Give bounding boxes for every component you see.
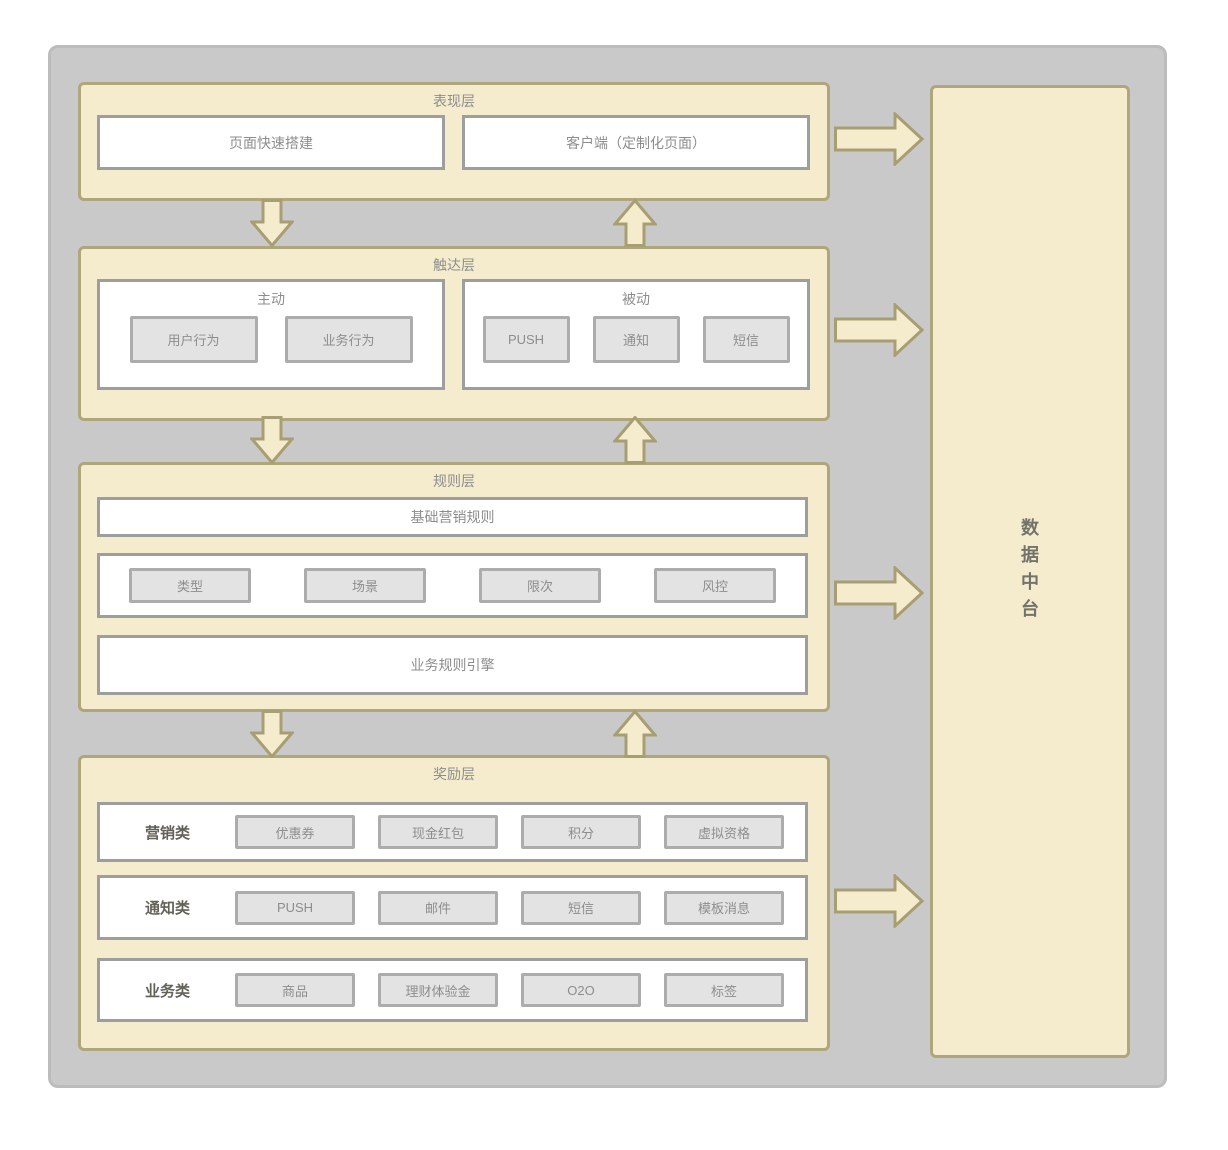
chip-notify: 通知 [592, 316, 680, 363]
node-page-builder: 页面快速搭建 [97, 115, 445, 170]
layer-presentation-title: 表现层 [433, 93, 475, 109]
group-active-chips: 用户行为 业务行为 [100, 316, 442, 363]
layer-reward-title: 奖励层 [433, 766, 475, 782]
chip-type: 类型 [129, 568, 251, 603]
group-passive: 被动 PUSH 通知 短信 [462, 279, 810, 390]
node-client-custom-page: 客户端（定制化页面） [462, 115, 810, 170]
chip-tag: 标签 [664, 973, 784, 1007]
bar-basic-marketing-rules: 基础营销规则 [97, 497, 808, 537]
row-business-label: 业务类 [144, 982, 190, 1000]
chip-coupon: 优惠券 [235, 815, 355, 849]
chip-push: PUSH [235, 890, 355, 925]
group-passive-chips: PUSH 通知 短信 [465, 316, 807, 363]
chip-sms: 短信 [702, 316, 790, 363]
flow-up-arrow-icon [611, 198, 659, 247]
row-marketing-label: 营销类 [144, 824, 190, 842]
layer-reward: 奖励层 营销类 优惠券 现金红包 积分 虚拟资格 通知类 PUSH 邮件 短信 … [78, 755, 830, 1051]
data-platform-title: 数 据 中 台 [1021, 517, 1039, 619]
chip-sms: 短信 [521, 890, 641, 925]
chip-push: PUSH [482, 316, 570, 363]
flow-up-arrow-icon [611, 709, 659, 758]
flow-right-arrow-icon [834, 564, 925, 622]
layer-reach-title: 触达层 [433, 257, 475, 273]
flow-right-arrow-icon [834, 872, 925, 930]
row-marketing-chips: 优惠券 现金红包 积分 虚拟资格 [235, 815, 784, 849]
bar-business-rule-engine: 业务规则引擎 [97, 635, 808, 695]
flow-down-arrow-icon [248, 199, 296, 248]
group-passive-title: 被动 [622, 291, 650, 307]
chip-scene: 场景 [304, 568, 426, 603]
chip-risk-control: 风控 [654, 568, 776, 603]
chip-limit-count: 限次 [479, 568, 601, 603]
data-platform: 数 据 中 台 [930, 85, 1130, 1058]
chip-o2o: O2O [521, 973, 641, 1007]
layer-rules-title: 规则层 [433, 473, 475, 489]
layer-rules: 规则层 基础营销规则 类型 场景 限次 风控 业务规则引擎 [78, 462, 830, 712]
layer-reach: 触达层 主动 用户行为 业务行为 被动 PUSH 通知 短信 [78, 246, 830, 421]
flow-up-arrow-icon [611, 415, 659, 464]
row-notification-label: 通知类 [144, 900, 190, 917]
chip-virtual-qualification: 虚拟资格 [664, 815, 784, 849]
bar-rule-dimensions: 类型 场景 限次 风控 [97, 553, 808, 618]
chip-wealth-trial-fund: 理财体验金 [378, 973, 498, 1007]
flow-down-arrow-icon [248, 710, 296, 759]
chip-business-behavior: 业务行为 [284, 316, 413, 363]
chip-points: 积分 [521, 815, 641, 849]
row-notification: 通知类 PUSH 邮件 短信 模板消息 [97, 875, 808, 940]
group-active-title: 主动 [257, 291, 285, 307]
chip-template-message: 模板消息 [664, 890, 784, 925]
row-business: 业务类 商品 理财体验金 O2O 标签 [97, 958, 808, 1022]
row-marketing: 营销类 优惠券 现金红包 积分 虚拟资格 [97, 802, 808, 862]
chip-email: 邮件 [378, 890, 498, 925]
flow-right-arrow-icon [834, 301, 925, 359]
layer-presentation: 表现层 页面快速搭建 客户端（定制化页面） [78, 82, 830, 201]
row-notification-chips: PUSH 邮件 短信 模板消息 [235, 890, 784, 925]
flow-down-arrow-icon [248, 416, 296, 465]
chip-cash-red-packet: 现金红包 [378, 815, 498, 849]
flow-right-arrow-icon [834, 110, 925, 168]
chip-goods: 商品 [235, 973, 355, 1007]
row-business-chips: 商品 理财体验金 O2O 标签 [235, 973, 784, 1007]
chip-user-behavior: 用户行为 [129, 316, 258, 363]
group-active: 主动 用户行为 业务行为 [97, 279, 445, 390]
